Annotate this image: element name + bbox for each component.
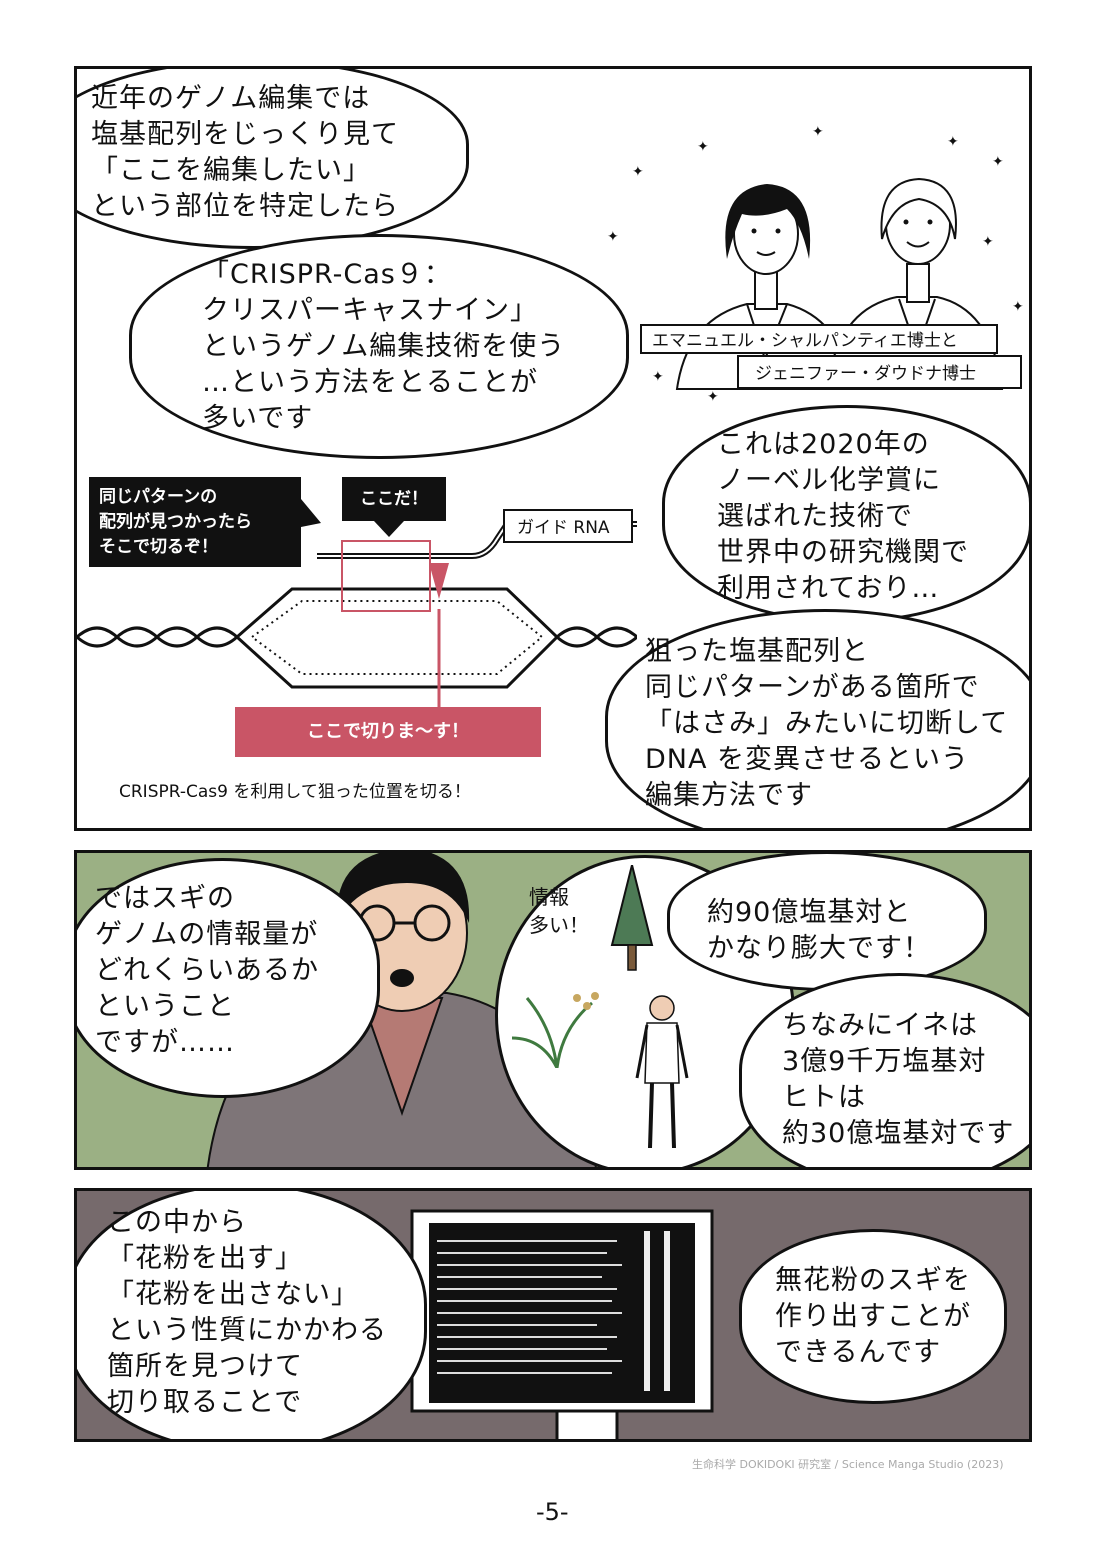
speech-bubble-pollen-search xyxy=(77,1191,427,1439)
sparkle-icon: ✦ xyxy=(697,139,709,155)
sparkle-icon: ✦ xyxy=(812,124,824,140)
panel-crispr-intro: ✦ ✦ ✦ ✦ ✦ ✦ ✦ ✦ ✦ ✦ エマニュエル・シャルパンティエ博士と ジ… xyxy=(74,66,1032,831)
speech-bubble-sugi xyxy=(77,858,380,1098)
speech-text-sugi: ではスギの ゲノムの情報量が どれくらいあるか ということ ですが…… xyxy=(95,883,319,1058)
sparkle-icon: ✦ xyxy=(632,164,644,180)
cedar-tree-icon xyxy=(610,865,654,971)
speech-bubble-rice-human xyxy=(739,973,1029,1167)
speech-bubble-sugi-count xyxy=(667,853,987,991)
speech-text-pollen-search: この中から 「花粉を出す」 「花粉を出さない」 という性質にかかわる 箇所を見つ… xyxy=(107,1207,387,1418)
speech-text-crispr: 「CRISPR-Cas９： クリスパーキャスナイン」 というゲノム編集技術を使う… xyxy=(202,259,566,434)
page-number: -5- xyxy=(536,1498,569,1526)
sparkle-icon: ✦ xyxy=(1012,299,1024,315)
cut-label-box: ここで切りま〜す！ xyxy=(235,707,541,757)
rice-plant-icon xyxy=(511,992,599,1068)
caption-charpentier: エマニュエル・シャルパンティエ博士と xyxy=(640,324,998,354)
speech-text-pollen-free: 無花粉のスギを 作り出すことが できるんです xyxy=(775,1265,971,1368)
speech-text-intro: 近年のゲノム編集では 塩基配列をじっくり見て 「ここを編集したい」 という部位を… xyxy=(91,83,399,222)
panel-sugi-genome: 情報 多い！ ではスギの ゲノムの情報量が どれくらいあるか ということ ですが… xyxy=(74,850,1032,1170)
sparkle-icon: ✦ xyxy=(992,154,1004,170)
speech-text-rice-human: ちなみにイネは 3億9千万塩基対 ヒトは 約30億塩基対です xyxy=(782,1010,1015,1149)
sparkle-icon: ✦ xyxy=(982,234,994,250)
speech-bubble-crispr xyxy=(129,234,629,459)
speech-bubble-intro xyxy=(77,69,469,249)
caption-doudna: ジェニファー・ダウドナ博士 xyxy=(737,355,1022,389)
diagram-caption: CRISPR-Cas9 を利用して狙った位置を切る！ xyxy=(119,782,471,802)
panel-pollen-free: この中から 「花粉を出す」 「花粉を出さない」 という性質にかかわる 箇所を見つ… xyxy=(74,1188,1032,1442)
speech-bubble-method xyxy=(605,609,1029,828)
sparkle-icon: ✦ xyxy=(652,369,664,385)
guide-rna-label: ガイド RNA xyxy=(503,509,633,543)
pattern-note-pointer xyxy=(301,499,321,527)
speech-text-sugi-count: 約90億塩基対と かなり膨大です！ xyxy=(707,897,931,964)
human-figure-icon xyxy=(635,995,689,1149)
sparkle-icon: ✦ xyxy=(947,134,959,150)
pattern-note-box: 同じパターンの 配列が見つかったら そこで切るぞ！ xyxy=(89,477,301,567)
info-note: 情報 多い！ xyxy=(529,885,589,937)
computer-monitor-illustration xyxy=(410,1209,714,1439)
speech-bubble-nobel xyxy=(662,405,1029,623)
speech-text-method: 狙った塩基配列と 同じパターンがある箇所で 「はさみ」みたいに切断して DNA … xyxy=(645,636,1009,811)
speech-text-nobel: これは2020年の ノーベル化学賞に 選ばれた技術で 世界中の研究機関で 利用さ… xyxy=(717,429,969,604)
here-label-pointer xyxy=(374,521,404,537)
sparkle-icon: ✦ xyxy=(707,389,719,405)
sparkle-icon: ✦ xyxy=(607,229,619,245)
here-label-box: ここだ！ xyxy=(342,477,446,521)
speech-bubble-pollen-free xyxy=(739,1229,1007,1404)
credit-text: 生命科学 DOKIDOKI 研究室 / Science Manga Studio… xyxy=(692,1458,1004,1471)
